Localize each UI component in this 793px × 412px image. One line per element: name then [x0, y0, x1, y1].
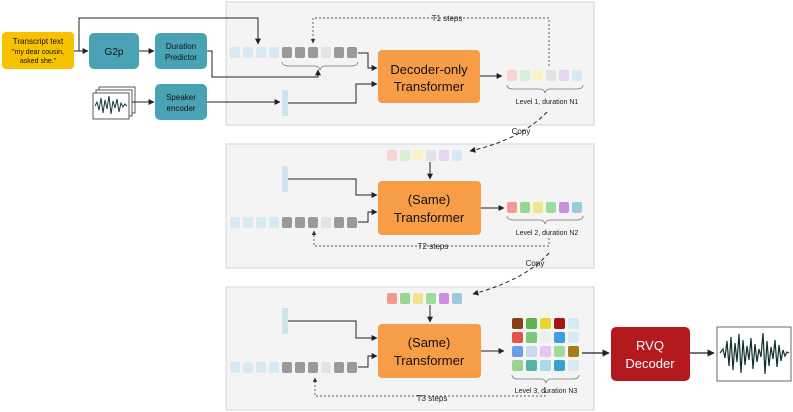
- arrow-stage3-tokens-to-transformer: [358, 353, 378, 368]
- arrow-duration-to-tokens: [207, 50, 321, 78]
- duration-predictor-label-2: Predictor: [165, 53, 197, 62]
- stage2-token-row: [230, 217, 357, 228]
- decoder-only-label-2: Transformer: [394, 79, 465, 94]
- same-transformer-2: [378, 181, 481, 235]
- t3-steps-loop: [312, 377, 546, 397]
- level1-label: Level 1, duration N1: [516, 99, 579, 106]
- stage1-token-row: [230, 47, 357, 58]
- output-waveform-icon: [716, 326, 792, 382]
- t2-steps-loop: [311, 230, 550, 247]
- stage3-token-row: [230, 362, 357, 373]
- copy-arrow-2: [472, 252, 550, 296]
- transcript-quote-line1: "my dear cousin,: [12, 49, 64, 56]
- speaker-encoder-label-2: encoder: [167, 104, 196, 113]
- duration-predictor-block: [155, 33, 207, 69]
- same-transformer-2-label-2: Transformer: [394, 210, 465, 225]
- level3-label: Level 3, duration N3: [515, 388, 578, 395]
- same-transformer-3: [378, 324, 481, 378]
- speaker-encoder-label-1: Speaker: [166, 93, 196, 102]
- t1-steps-label: T1 steps: [432, 14, 463, 23]
- copy-arrow-1: [469, 111, 548, 153]
- level2-label: Level 2, duration N2: [516, 230, 579, 237]
- transcript-quote-line2: asked she.": [20, 58, 57, 65]
- arrow-g2p-to-phone-tokens: [78, 17, 261, 51]
- rvq-decoder-block: [611, 327, 690, 381]
- same-transformer-2-label-1: (Same): [408, 192, 451, 207]
- transcript-label: Transcript text: [13, 37, 64, 46]
- speaker-encoder-block: [155, 84, 207, 120]
- t3-steps-label: T3 steps: [417, 394, 448, 403]
- speaker-embedding-bar-2: [282, 166, 288, 192]
- arrow-embedding3-to-transformer: [288, 320, 378, 341]
- same-transformer-3-label-1: (Same): [408, 335, 451, 350]
- level1-brace: [506, 84, 584, 94]
- decoder-only-transformer: [378, 50, 480, 103]
- speaker-embedding-bar-3: [282, 308, 288, 334]
- arrow-stage2-tokens-to-transformer: [358, 209, 378, 223]
- level3-brace: [511, 374, 580, 384]
- arrow-stage1-tokens-to-transformer: [358, 52, 378, 71]
- stage2-copied-tokens: [387, 150, 462, 161]
- same-transformer-3-label-2: Transformer: [394, 353, 465, 368]
- level1-token-row: [507, 70, 582, 81]
- g2p-block: [89, 33, 139, 69]
- decoder-only-label-1: Decoder-only: [390, 62, 468, 77]
- t1-steps-loop: [310, 17, 550, 66]
- arrow-embedding2-to-transformer: [288, 178, 378, 198]
- rvq-label-2: Decoder: [625, 356, 675, 371]
- duration-predictor-label-1: Duration: [166, 42, 196, 51]
- level3-token-grid: [512, 318, 579, 371]
- stage1-brace: [281, 61, 359, 71]
- rvq-label-1: RVQ: [636, 338, 664, 353]
- level2-brace: [506, 215, 584, 225]
- level2-token-row: [507, 202, 582, 213]
- speaker-embedding-bar-1: [282, 90, 288, 116]
- arrow-embedding1-to-transformer: [288, 81, 378, 104]
- speaker-waveform-icon: [92, 86, 136, 120]
- copy-label-1: Copy: [512, 127, 531, 136]
- transcript-box: [2, 32, 74, 69]
- stage3-copied-tokens: [387, 293, 462, 304]
- g2p-label: G2p: [105, 47, 124, 58]
- t2-steps-label: T2 steps: [418, 242, 449, 251]
- copy-label-2: Copy: [526, 259, 545, 268]
